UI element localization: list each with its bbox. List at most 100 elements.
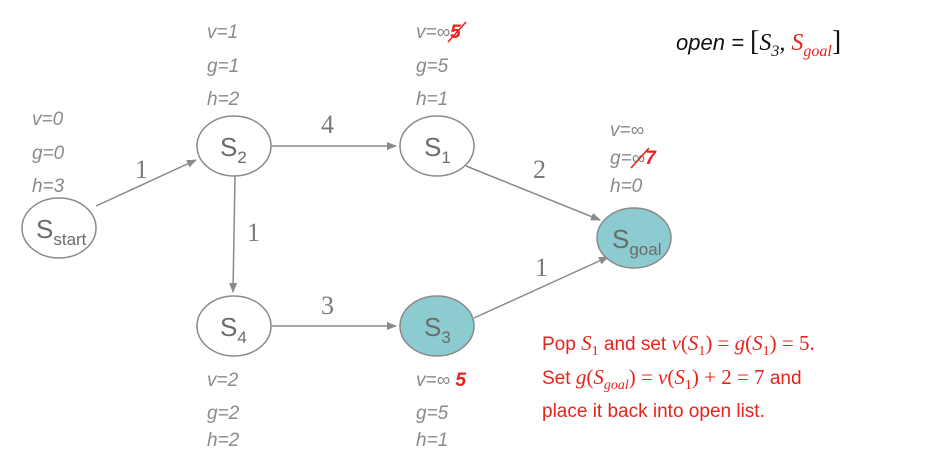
note-math: (: [667, 365, 674, 389]
edge-s1-goal: [465, 165, 601, 221]
strike-mark: [630, 147, 650, 169]
open-label: open: [676, 30, 725, 55]
labels-s1: v=∞5 g=5 h=1: [416, 21, 467, 110]
g-value: g=2: [207, 403, 240, 424]
svg-text:g=∞7: g=∞7: [610, 148, 657, 169]
note-math: v: [658, 365, 668, 389]
edge-weight-s2-s4: 1: [247, 218, 260, 247]
edge-weight-s1-goal: 2: [533, 155, 546, 184]
node-subscript: goal: [629, 240, 661, 259]
note-text: Pop: [542, 334, 581, 355]
v-new-value: 5: [455, 370, 466, 391]
h-value: h=0: [610, 176, 643, 197]
h-value: h=2: [207, 89, 240, 110]
g-value: g=0: [32, 143, 65, 164]
v-value: v=∞: [610, 120, 644, 141]
open-item-2: S: [791, 30, 803, 56]
g-value: g=5: [416, 403, 449, 424]
note-math: ) =: [705, 331, 734, 355]
node-goal: Sgoal: [596, 207, 672, 269]
open-item-1-sub: 3: [770, 43, 779, 60]
open-sep: ,: [779, 30, 791, 56]
open-bracket-right: ]: [832, 26, 841, 57]
svg-text:v=∞ 5: v=∞ 5: [416, 370, 466, 391]
labels-start: v=0 g=0 h=3: [32, 109, 65, 197]
h-value: h=3: [32, 176, 65, 197]
svg-text:S4: S4: [220, 312, 247, 347]
h-value: h=2: [207, 430, 240, 451]
note-text: and: [765, 368, 802, 389]
node-label: S: [424, 312, 441, 342]
note-math: g: [735, 331, 746, 355]
note-sub: goal: [604, 378, 629, 393]
v-value: v=1: [207, 22, 238, 43]
v-prefix: v=: [416, 22, 437, 43]
edge-s2-s4: [229, 175, 238, 293]
open-list: open = [S3, Sgoal]: [676, 26, 841, 60]
note-math: ) =: [629, 365, 658, 389]
g-prefix: g=: [610, 148, 632, 169]
note-math: g: [576, 365, 587, 389]
node-subscript: start: [53, 230, 86, 249]
node-label: S: [220, 132, 237, 162]
node-label: S: [424, 132, 441, 162]
open-equals: =: [725, 30, 750, 55]
open-item-2-sub: goal: [803, 43, 832, 60]
node-s2: S2: [196, 115, 272, 177]
labels-s4: v=2 g=2 h=2: [207, 370, 240, 451]
labels-s2: v=1 g=1 h=2: [207, 22, 240, 110]
svg-text:Sgoal: Sgoal: [612, 224, 661, 259]
note-math: ) = 5.: [770, 331, 815, 355]
edge-weight-start-s2: 1: [135, 155, 148, 184]
svg-text:S1: S1: [424, 132, 451, 167]
g-value: g=1: [207, 56, 239, 77]
h-value: h=1: [416, 89, 448, 110]
note-math: S: [593, 365, 604, 389]
edge-weight-s4-s3: 3: [321, 291, 334, 320]
node-start: Sstart: [21, 197, 97, 259]
svg-text:S2: S2: [220, 132, 247, 167]
note-math: S: [688, 331, 699, 355]
note-sub: 1: [685, 378, 692, 393]
note-text: and set: [599, 334, 672, 355]
edge-s3-goal: [473, 256, 609, 319]
node-s4: S4: [196, 295, 272, 357]
node-label: S: [612, 224, 629, 254]
node-s1: S1: [399, 115, 475, 177]
svg-text:Sstart: Sstart: [36, 214, 87, 249]
v-value: v=0: [32, 109, 64, 130]
note-text: Set: [542, 368, 576, 389]
note-sub: 1: [698, 344, 705, 359]
svg-text:v=∞5: v=∞5: [416, 22, 461, 43]
labels-s3: v=∞ 5 g=5 h=1: [416, 370, 466, 451]
v-prefix: v=∞: [416, 370, 455, 391]
edge-weight-s3-goal: 1: [535, 253, 548, 282]
open-bracket-left: [: [750, 26, 759, 57]
svg-text:Pop S1 and set v(S1) = g(S1) =: Pop S1 and set v(S1) = g(S1) = 5.: [542, 331, 815, 359]
note-math: (: [586, 365, 593, 389]
note-math: ) + 2 = 7: [692, 365, 765, 389]
svg-text:Set g(Sgoal) = v(S1) + 2 = 7 a: Set g(Sgoal) = v(S1) + 2 = 7 and: [542, 365, 802, 393]
note-sub: 1: [763, 344, 770, 359]
strike-mark: [447, 21, 467, 43]
explanation-note: Pop S1 and set v(S1) = g(S1) = 5. Set g(…: [542, 331, 815, 422]
h-value: h=1: [416, 430, 448, 451]
node-label: S: [36, 214, 53, 244]
node-subscript: 3: [441, 328, 450, 347]
edge-start-s2: [95, 159, 197, 207]
g-value: g=5: [416, 56, 449, 77]
note-math: v: [671, 331, 681, 355]
note-math: S: [752, 331, 763, 355]
v-old-value: ∞: [437, 22, 451, 43]
note-math: S: [674, 365, 685, 389]
note-math: (: [745, 331, 752, 355]
node-label: S: [220, 312, 237, 342]
note-sub: 1: [592, 344, 599, 359]
note-math: S: [581, 331, 592, 355]
node-subscript: 2: [237, 148, 246, 167]
g-new-value: 7: [645, 148, 657, 169]
note-line-3: place it back into open list.: [542, 401, 765, 422]
node-s3: S3: [399, 295, 475, 357]
v-value: v=2: [207, 370, 239, 391]
